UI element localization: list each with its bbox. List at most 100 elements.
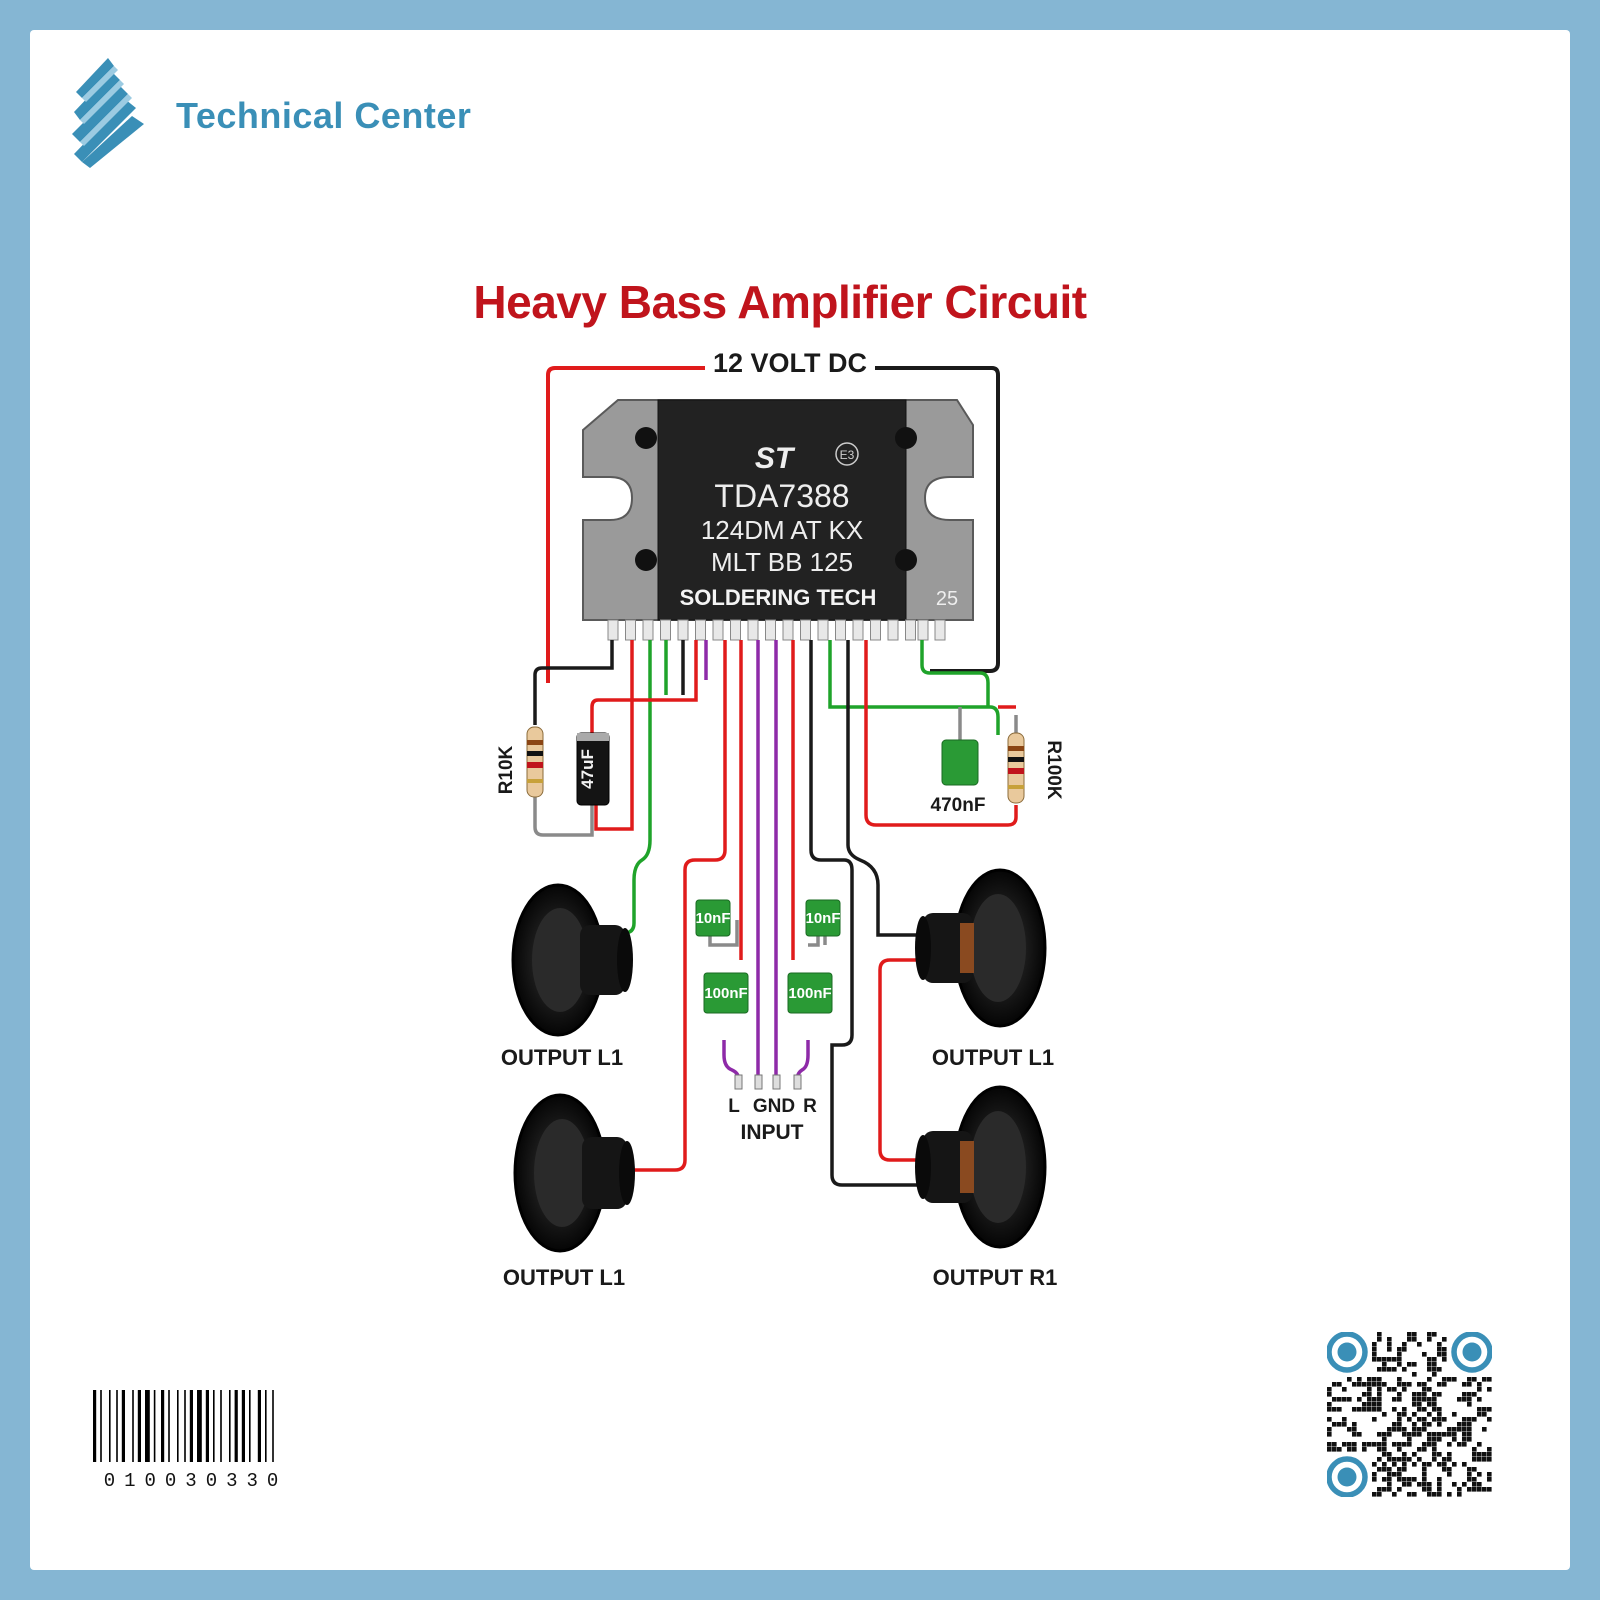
qr-module	[1397, 1487, 1402, 1492]
qr-module	[1347, 1442, 1352, 1447]
qr-module	[1402, 1407, 1407, 1412]
barcode-bar	[220, 1390, 222, 1462]
qr-module	[1372, 1352, 1377, 1357]
qr-module	[1417, 1392, 1422, 1397]
qr-module	[1437, 1487, 1442, 1492]
capacitor-10nf-left	[695, 899, 731, 937]
qr-module	[1347, 1397, 1352, 1402]
qr-module	[1392, 1442, 1397, 1447]
qr-module	[1447, 1432, 1452, 1437]
qr-module	[1437, 1437, 1442, 1442]
qr-module	[1332, 1442, 1337, 1447]
qr-module	[1392, 1397, 1397, 1402]
speaker-bottom-left-icon	[513, 1093, 635, 1253]
qr-module	[1347, 1377, 1352, 1382]
qr-module	[1422, 1477, 1427, 1482]
qr-module	[1442, 1467, 1447, 1472]
chip-line4: SOLDERING TECH	[680, 585, 877, 610]
qr-module	[1352, 1447, 1357, 1452]
label-47uf: 47uF	[578, 749, 597, 789]
qr-module	[1427, 1397, 1432, 1402]
qr-module	[1372, 1397, 1377, 1402]
qr-module	[1342, 1422, 1347, 1427]
qr-module	[1347, 1447, 1352, 1452]
chip-line2: 124DM AT KX	[701, 515, 863, 545]
qr-module	[1337, 1397, 1342, 1402]
qr-module	[1457, 1422, 1462, 1427]
qr-module	[1382, 1357, 1387, 1362]
tda7388-chip: ST E3 TDA7388 124DM AT KX MLT BB 125 SOL…	[582, 399, 974, 641]
qr-module	[1487, 1477, 1492, 1482]
barcode-bar	[213, 1390, 215, 1462]
label-r100k: R100K	[1043, 740, 1064, 799]
barcode-bar	[272, 1390, 274, 1462]
qr-module	[1432, 1457, 1437, 1462]
qr-module	[1467, 1437, 1472, 1442]
chip-pin	[870, 619, 881, 641]
qr-module	[1392, 1357, 1397, 1362]
qr-module	[1417, 1482, 1422, 1487]
label-100nf-left: 100nF	[704, 985, 747, 1002]
qr-module	[1397, 1352, 1402, 1357]
qr-module	[1427, 1367, 1432, 1372]
chip-pin	[817, 619, 829, 641]
qr-module	[1407, 1417, 1412, 1422]
qr-module	[1447, 1427, 1452, 1432]
qr-module	[1412, 1477, 1417, 1482]
qr-module	[1472, 1467, 1477, 1472]
qr-module	[1387, 1347, 1392, 1352]
qr-module	[1392, 1492, 1397, 1497]
qr-module	[1327, 1447, 1332, 1452]
qr-module	[1472, 1447, 1477, 1452]
qr-module	[1382, 1367, 1387, 1372]
qr-module	[1402, 1387, 1407, 1392]
input-r-label: R	[803, 1096, 817, 1117]
qr-module	[1377, 1407, 1382, 1412]
qr-module	[1442, 1352, 1447, 1357]
barcode-bar	[257, 1390, 261, 1462]
qr-module	[1382, 1477, 1387, 1482]
barcode-bar	[249, 1390, 251, 1462]
qr-module	[1417, 1397, 1422, 1402]
qr-module	[1387, 1457, 1392, 1462]
input-l-label: L	[728, 1096, 740, 1117]
qr-module	[1417, 1432, 1422, 1437]
qr-module	[1327, 1402, 1332, 1407]
qr-module	[1437, 1452, 1442, 1457]
qr-module	[1407, 1457, 1412, 1462]
qr-module	[1432, 1417, 1437, 1422]
capacitor-10nf-right	[805, 899, 841, 937]
qr-finder-dot	[1462, 1342, 1482, 1362]
qr-module	[1372, 1377, 1377, 1382]
qr-module	[1452, 1437, 1457, 1442]
qr-module	[1402, 1457, 1407, 1462]
qr-finder-dot	[1337, 1342, 1357, 1362]
qr-module	[1377, 1337, 1382, 1342]
supply-wires	[546, 366, 1000, 683]
qr-module	[1472, 1392, 1477, 1397]
qr-module	[1467, 1467, 1472, 1472]
chip-pin	[765, 619, 776, 641]
chip-pin	[934, 619, 946, 641]
qr-module	[1452, 1377, 1457, 1382]
qr-module	[1477, 1482, 1482, 1487]
qr-module	[1462, 1417, 1467, 1422]
barcode-bar	[116, 1390, 118, 1462]
qr-module	[1482, 1412, 1487, 1417]
qr-module	[1372, 1382, 1377, 1387]
qr-module	[1377, 1367, 1382, 1372]
qr-module	[1352, 1382, 1357, 1387]
qr-module	[1462, 1437, 1467, 1442]
qr-module	[1437, 1477, 1442, 1482]
label-r10k: R10K	[496, 745, 517, 794]
qr-module	[1372, 1492, 1377, 1497]
chip-pin	[607, 619, 619, 641]
output-bottom-left-label: OUTPUT L1	[503, 1265, 625, 1290]
qr-module	[1357, 1432, 1362, 1437]
qr-module	[1387, 1482, 1392, 1487]
qr-module	[1367, 1407, 1372, 1412]
qr-module	[1487, 1387, 1492, 1392]
qr-module	[1467, 1432, 1472, 1437]
qr-module	[1387, 1477, 1392, 1482]
qr-module	[1392, 1407, 1397, 1412]
